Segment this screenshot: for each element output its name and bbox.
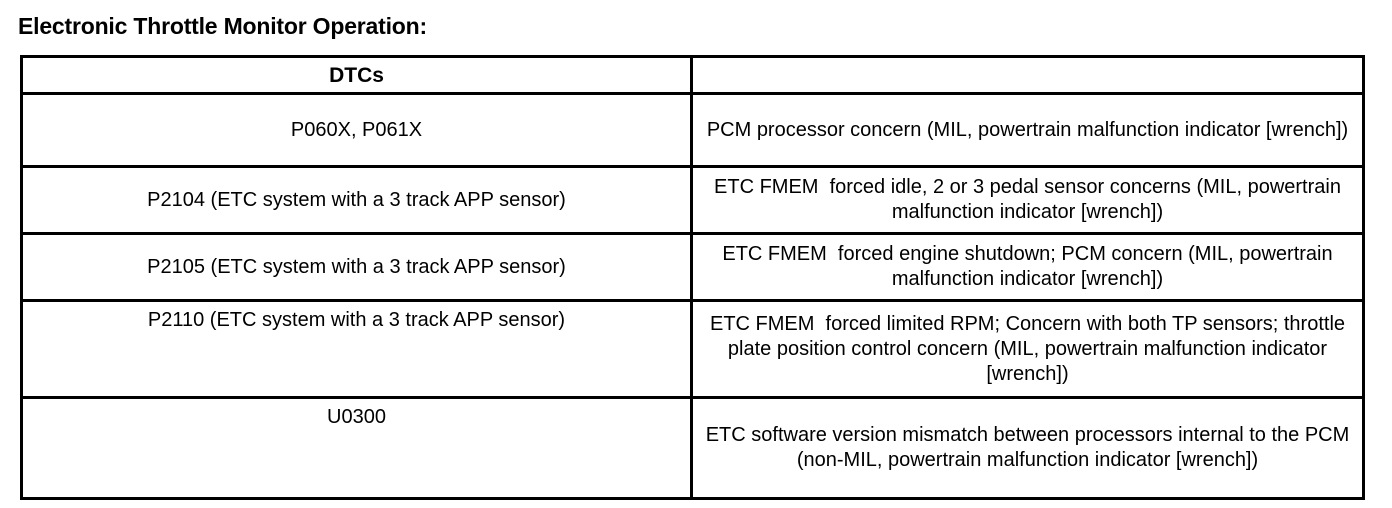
table-row: P2110 (ETC system with a 3 track APP sen…	[20, 299, 1365, 399]
column-header-dtcs: DTCs	[20, 55, 693, 95]
description-text: ETC software version mismatch between pr…	[705, 424, 1355, 471]
table-row: P2105 (ETC system with a 3 track APP sen…	[20, 232, 1365, 302]
cell-dtc: P2104 (ETC system with a 3 track APP sen…	[20, 165, 693, 235]
dtc-code-text: U0300	[327, 406, 386, 428]
table-header-row: DTCs	[20, 55, 1365, 95]
description-text: ETC FMEM forced idle, 2 or 3 pedal senso…	[714, 176, 1347, 223]
dtc-table-container: DTCs P060X, P061X PCM processor concern …	[20, 55, 1365, 500]
table-row: P060X, P061X PCM processor concern (MIL,…	[20, 92, 1365, 168]
cell-description: ETC FMEM forced limited RPM; Concern wit…	[690, 299, 1365, 399]
page-title: Electronic Throttle Monitor Operation:	[18, 13, 427, 39]
description-text: ETC FMEM forced limited RPM; Concern wit…	[709, 312, 1351, 385]
cell-dtc: P060X, P061X	[20, 92, 693, 168]
cell-dtc: U0300	[20, 396, 693, 500]
table-body: P060X, P061X PCM processor concern (MIL,…	[20, 92, 1365, 500]
dtc-code-text: P2105 (ETC system with a 3 track APP sen…	[147, 255, 566, 278]
dtc-table: DTCs P060X, P061X PCM processor concern …	[20, 55, 1365, 500]
column-header-description	[690, 55, 1365, 95]
dtc-code-text: P060X, P061X	[290, 118, 423, 141]
description-text: ETC FMEM forced engine shutdown; PCM con…	[722, 243, 1339, 290]
table-header: DTCs	[20, 55, 1365, 95]
table-row: P2104 (ETC system with a 3 track APP sen…	[20, 165, 1365, 235]
table-row: U0300 ETC software version mismatch betw…	[20, 396, 1365, 500]
dtc-code-text: P2110 (ETC system with a 3 track APP sen…	[147, 309, 566, 331]
dtc-code-text: P2104 (ETC system with a 3 track APP sen…	[147, 188, 566, 211]
cell-description: ETC FMEM forced engine shutdown; PCM con…	[690, 232, 1365, 302]
cell-description: PCM processor concern (MIL, powertrain m…	[690, 92, 1365, 168]
cell-dtc: P2110 (ETC system with a 3 track APP sen…	[20, 299, 693, 399]
cell-description: ETC FMEM forced idle, 2 or 3 pedal senso…	[690, 165, 1365, 235]
cell-dtc: P2105 (ETC system with a 3 track APP sen…	[20, 232, 693, 302]
cell-description: ETC software version mismatch between pr…	[690, 396, 1365, 500]
description-text: PCM processor concern (MIL, powertrain m…	[706, 118, 1349, 141]
